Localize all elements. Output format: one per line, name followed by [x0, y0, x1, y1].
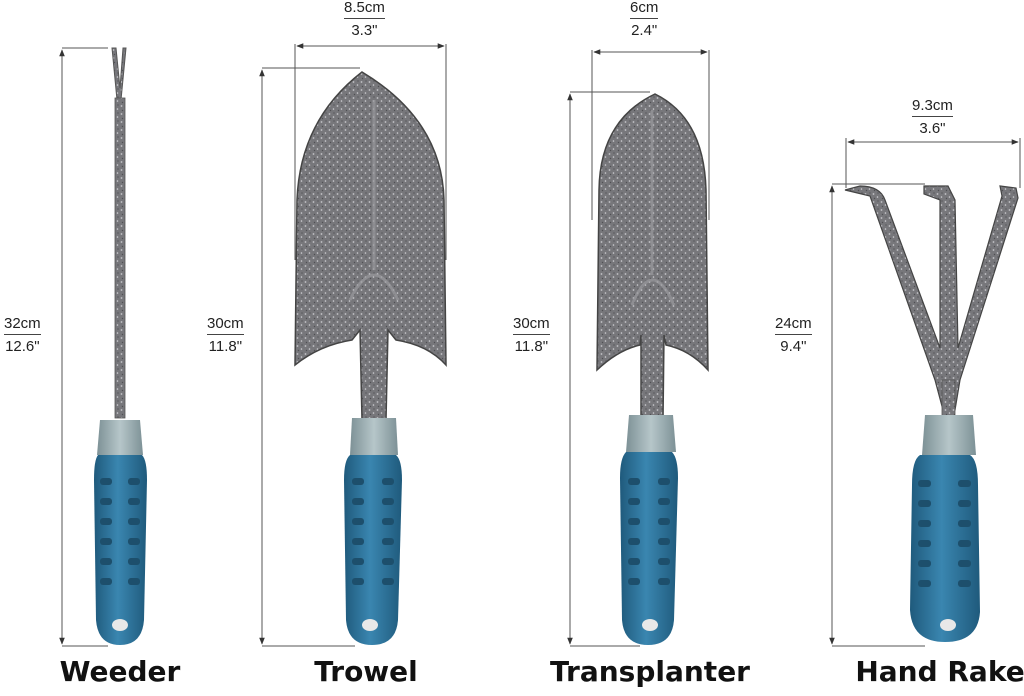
trowel-name: Trowel	[314, 655, 418, 688]
weeder-height-label: 32cm 12.6"	[4, 316, 41, 354]
transplanter-height-cm: 30cm	[513, 315, 550, 332]
transplanter-width-in: 2.4"	[630, 18, 659, 38]
trowel-dimension-lines	[259, 43, 447, 647]
hand-rake-dimension-lines	[829, 138, 1021, 647]
trowel-width-label: 8.5cm 3.3"	[344, 0, 385, 38]
hand-rake-height-label: 24cm 9.4"	[775, 316, 812, 354]
weeder-height-cm: 32cm	[4, 315, 41, 332]
transplanter-height-in: 11.8"	[513, 334, 550, 354]
transplanter-dimension-lines	[567, 49, 710, 647]
transplanter-height-label: 30cm 11.8"	[513, 316, 550, 354]
trowel-height-label: 30cm 11.8"	[207, 316, 244, 354]
trowel-width-in: 3.3"	[344, 18, 385, 38]
transplanter-name: Transplanter	[550, 655, 750, 688]
weeder-tool	[94, 47, 147, 645]
hand-rake-width-cm: 9.3cm	[912, 97, 953, 114]
trowel-width-cm: 8.5cm	[344, 0, 385, 16]
hand-rake-width-in: 3.6"	[912, 116, 953, 136]
hand-rake-height-cm: 24cm	[775, 315, 812, 332]
trowel-height-cm: 30cm	[207, 315, 244, 332]
transplanter-width-cm: 6cm	[630, 0, 659, 16]
weeder-name: Weeder	[59, 655, 181, 688]
weeder-height-line	[59, 47, 108, 647]
transplanter-tool	[596, 93, 709, 645]
trowel-height-in: 11.8"	[207, 334, 244, 354]
weeder-height-in: 12.6"	[4, 334, 41, 354]
trowel-tool	[294, 71, 447, 645]
hand-rake-height-in: 9.4"	[775, 334, 812, 354]
hand-rake-tool	[844, 185, 1019, 642]
hand-rake-name: Hand Rake	[855, 655, 1024, 688]
transplanter-width-label: 6cm 2.4"	[630, 0, 659, 38]
hand-rake-width-label: 9.3cm 3.6"	[912, 98, 953, 136]
